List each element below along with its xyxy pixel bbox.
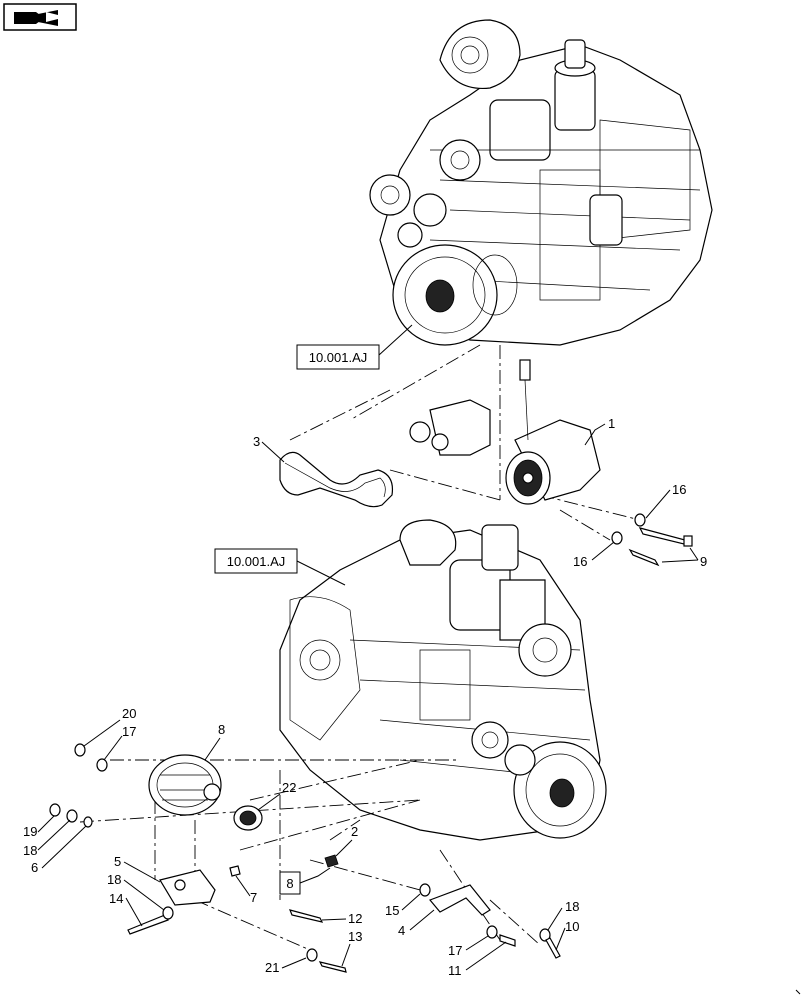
ref-label-mid[interactable]: 10.001.AJ	[214, 548, 346, 586]
drive-belt	[279, 451, 394, 508]
callout-2: 2	[351, 824, 358, 839]
book-arrow-icon[interactable]	[3, 3, 77, 31]
callout-5: 5	[114, 854, 121, 869]
callout-10: 10	[565, 919, 579, 934]
callout-22: 22	[282, 780, 296, 795]
corner-mark	[795, 989, 801, 995]
belt-tensioner	[409, 399, 491, 456]
callout-6: 6	[31, 860, 38, 875]
callout-16-lower: 16	[573, 554, 587, 569]
callout-14: 14	[109, 891, 123, 906]
callout-9: 9	[700, 554, 707, 569]
callout-18-right: 18	[565, 899, 579, 914]
callout-1: 1	[608, 416, 615, 431]
callout-18-left: 18	[23, 843, 37, 858]
callout-4: 4	[398, 923, 405, 938]
ref-label-mid-text: 10.001.AJ	[227, 554, 286, 569]
callout-15: 15	[385, 903, 399, 918]
alternator	[148, 754, 222, 816]
callout-8: 8	[218, 722, 225, 737]
callout-3: 3	[253, 434, 260, 449]
fasteners	[49, 513, 693, 973]
callout-12: 12	[348, 911, 362, 926]
callout-13: 13	[348, 929, 362, 944]
top-engine-drawing	[369, 19, 713, 346]
callout-16-top: 16	[672, 482, 686, 497]
callout-11: 11	[448, 963, 462, 978]
adjusting-bracket	[428, 884, 491, 916]
callout-17-upper: 17	[122, 724, 136, 739]
callout-21: 21	[265, 960, 279, 975]
callouts: 1 2 3 4 5 6 7 8 9 10 11 12 13	[23, 416, 707, 978]
ref-label-box8-text: 8	[286, 876, 293, 891]
ref-label-top-text: 10.001.AJ	[309, 350, 368, 365]
callout-7: 7	[250, 890, 257, 905]
alternator-bracket	[159, 869, 216, 906]
callout-17-lower: 17	[448, 943, 462, 958]
ac-compressor	[505, 359, 601, 505]
alternator-pulley	[233, 805, 263, 831]
bottom-engine-drawing	[279, 519, 607, 841]
ref-label-box8[interactable]: 8	[279, 867, 331, 895]
callout-19: 19	[23, 824, 37, 839]
ref-label-top[interactable]: 10.001.AJ	[296, 324, 413, 370]
callout-18-mid: 18	[107, 872, 121, 887]
callout-20: 20	[122, 706, 136, 721]
